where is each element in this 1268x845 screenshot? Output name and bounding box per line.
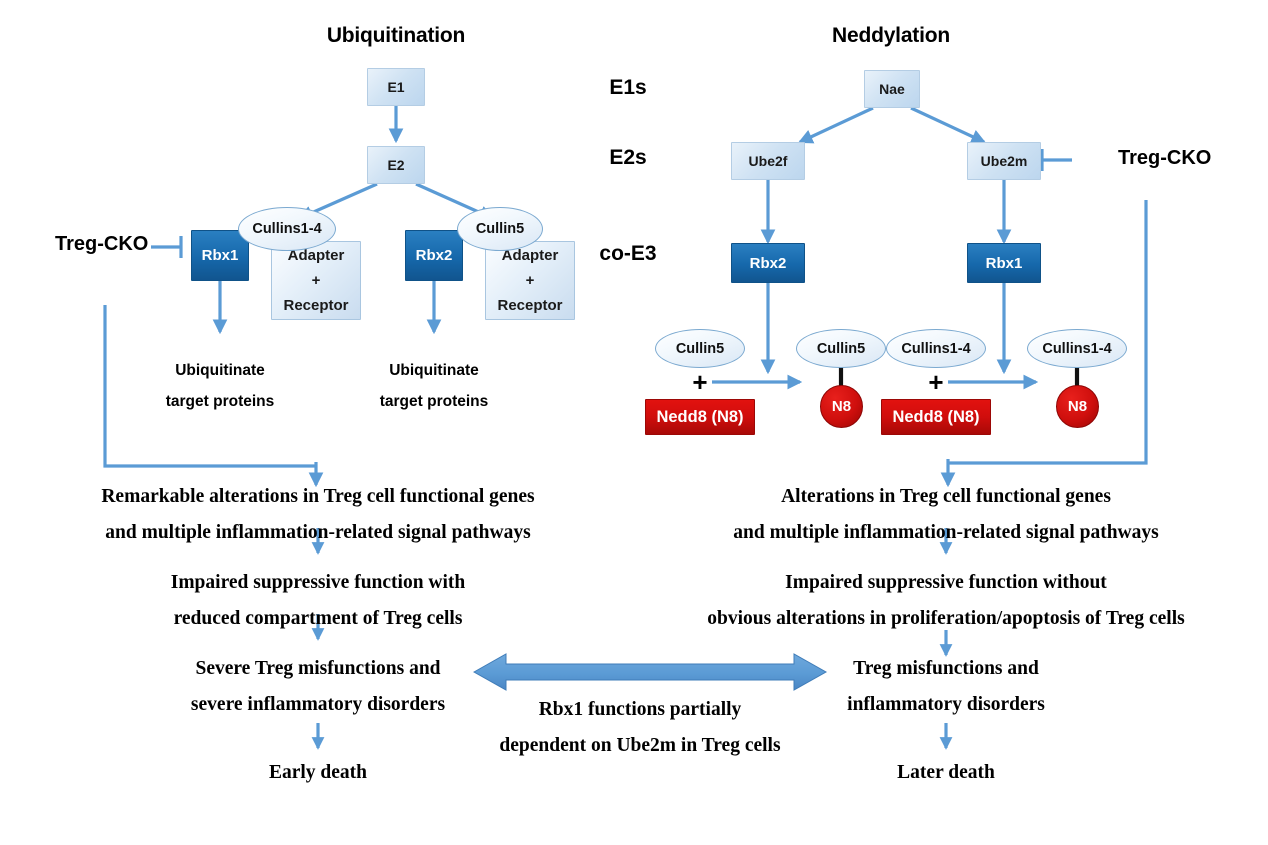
comparison-line-1: Rbx1 functions partially [538, 699, 742, 720]
summary-line-4: obvious alterations in proliferation/apo… [707, 608, 1185, 629]
comparison-arrow [472, 653, 828, 691]
summary-line-6: severe inflammatory disorders [190, 694, 446, 715]
node-rbx1-neddylation[interactable]: Rbx1 [967, 243, 1041, 283]
outcome-ubiquitinate-right: Ubiquitinate target proteins [380, 355, 489, 417]
column-label-e2s: E2s [609, 146, 647, 169]
node-nae[interactable]: Nae [864, 70, 920, 108]
comparison-caption: Rbx1 functions partially dependent on Ub… [499, 692, 780, 764]
plus-sign-left: + [692, 367, 708, 397]
left-pathway-title: Ubiquitination [326, 24, 466, 47]
adapter-line-1: Adapter [287, 247, 345, 264]
node-ube2m[interactable]: Ube2m [967, 142, 1041, 180]
left-summary-block-1: Remarkable alterations in Treg cell func… [101, 479, 534, 551]
summary-line-2: and multiple inflammation-related signal… [733, 522, 1159, 543]
node-rbx1[interactable]: Rbx1 [191, 230, 249, 281]
left-summary-early-death: Early death [268, 762, 368, 783]
node-ube2f[interactable]: Ube2f [731, 142, 805, 180]
node-adapter-receptor-right[interactable]: Adapter + Receptor [485, 241, 575, 320]
adapter-line-3: Receptor [497, 297, 563, 314]
summary-line-4: reduced compartment of Treg cells [173, 608, 463, 629]
comparison-line-2: dependent on Ube2m in Treg cells [499, 735, 781, 756]
outcome-line-2: target proteins [379, 393, 489, 410]
ellipse-cullins1-4-product[interactable]: Cullins1-4 [1027, 329, 1127, 368]
plus-sign-right: + [928, 367, 944, 397]
right-pathway-title: Neddylation [832, 24, 950, 47]
node-rbx2-neddylation[interactable]: Rbx2 [731, 243, 805, 283]
summary-line-5: Severe Treg misfunctions and [195, 658, 441, 679]
column-label-e1s: E1s [609, 76, 647, 99]
summary-line-5: Treg misfunctions and [853, 658, 1039, 679]
right-summary-block-1: Alterations in Treg cell functional gene… [733, 479, 1158, 551]
left-summary-block-2: Impaired suppressive function with reduc… [171, 565, 466, 637]
ellipse-cullin5-substrate[interactable]: Cullin5 [655, 329, 745, 368]
column-label-co-e3: co-E3 [599, 242, 657, 265]
summary-line-2: and multiple inflammation-related signal… [105, 522, 531, 543]
ellipse-cullin5-product[interactable]: Cullin5 [796, 329, 886, 368]
right-summary-block-3: Treg misfunctions and inflammatory disor… [847, 651, 1045, 723]
ellipse-cullins1-4-left[interactable]: Cullins1-4 [238, 207, 336, 251]
summary-line-1: Alterations in Treg cell functional gene… [781, 486, 1111, 507]
adapter-line-2: + [525, 272, 535, 289]
treg-cko-label-right: Treg-CKO [1118, 147, 1212, 169]
summary-line-3: Impaired suppressive function with [170, 572, 466, 593]
node-nedd8-left[interactable]: Nedd8 (N8) [645, 399, 755, 435]
left-summary-block-3: Severe Treg misfunctions and severe infl… [191, 651, 445, 723]
adapter-line-1: Adapter [501, 247, 559, 264]
outcome-line-2: target proteins [165, 393, 275, 410]
adapter-line-3: Receptor [283, 297, 349, 314]
edge-nae-ube2m [910, 106, 987, 144]
right-summary-block-2: Impaired suppressive function without ob… [707, 565, 1184, 637]
outcome-line-1: Ubiquitinate [389, 362, 479, 379]
summary-line-3: Impaired suppressive function without [785, 572, 1107, 593]
edge-nae-ube2f [797, 106, 874, 144]
node-e1[interactable]: E1 [367, 68, 425, 106]
ellipse-cullins1-4-substrate[interactable]: Cullins1-4 [886, 329, 986, 368]
n8-tag-left[interactable]: N8 [820, 385, 863, 428]
summary-line-1: Remarkable alterations in Treg cell func… [101, 486, 535, 507]
outcome-ubiquitinate-left: Ubiquitinate target proteins [166, 355, 275, 417]
summary-line-6: inflammatory disorders [847, 694, 1045, 715]
node-adapter-receptor-left[interactable]: Adapter + Receptor [271, 241, 361, 320]
node-rbx2[interactable]: Rbx2 [405, 230, 463, 281]
node-nedd8-right[interactable]: Nedd8 (N8) [881, 399, 991, 435]
node-e2[interactable]: E2 [367, 146, 425, 184]
n8-tag-right[interactable]: N8 [1056, 385, 1099, 428]
ellipse-cullin5-left[interactable]: Cullin5 [457, 207, 543, 251]
outcome-line-1: Ubiquitinate [175, 362, 265, 379]
right-summary-later-death: Later death [897, 762, 995, 783]
adapter-line-2: + [311, 272, 321, 289]
treg-cko-label-left: Treg-CKO [55, 233, 149, 255]
